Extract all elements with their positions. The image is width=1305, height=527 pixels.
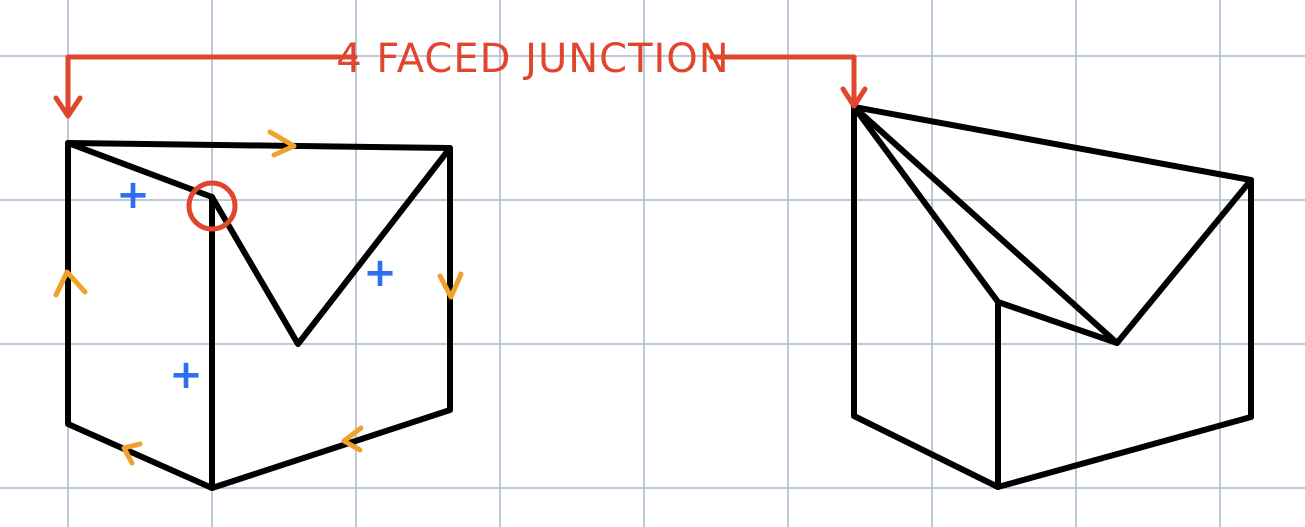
chevron-arrow-icon-right	[437, 271, 464, 300]
left-block-v-notch	[65, 140, 453, 347]
junction-label: 4 FACED JUNCTION	[336, 36, 729, 82]
bracket-left-arm	[65, 54, 358, 117]
bracket-left-arrowhead	[53, 95, 83, 119]
right-block-v-notch	[851, 104, 1254, 346]
right-block-silhouette	[851, 104, 1254, 490]
bracket-right-arrowhead	[840, 86, 868, 109]
boundary-arrows	[53, 129, 464, 466]
chevron-arrow-icon-bottom-right	[341, 425, 364, 453]
bracket-right-arm	[709, 54, 857, 107]
convex-mark-front-face: +	[169, 352, 203, 398]
left-block-silhouette	[65, 140, 453, 491]
chevron-arrow-icon-left	[53, 269, 88, 298]
right-block-outline	[851, 104, 1254, 490]
chevron-arrow-icon-bottom-left	[121, 441, 143, 466]
convex-mark-left-face: +	[116, 172, 150, 218]
junction-bracket	[53, 54, 868, 119]
junction-circle-icon	[186, 180, 238, 232]
right-block-inner-fold	[851, 104, 1120, 346]
chevron-arrow-icon-top	[267, 129, 297, 158]
left-block-outline	[65, 140, 453, 491]
convex-marks: + + +	[116, 172, 397, 398]
convex-mark-right-face: +	[363, 250, 397, 296]
